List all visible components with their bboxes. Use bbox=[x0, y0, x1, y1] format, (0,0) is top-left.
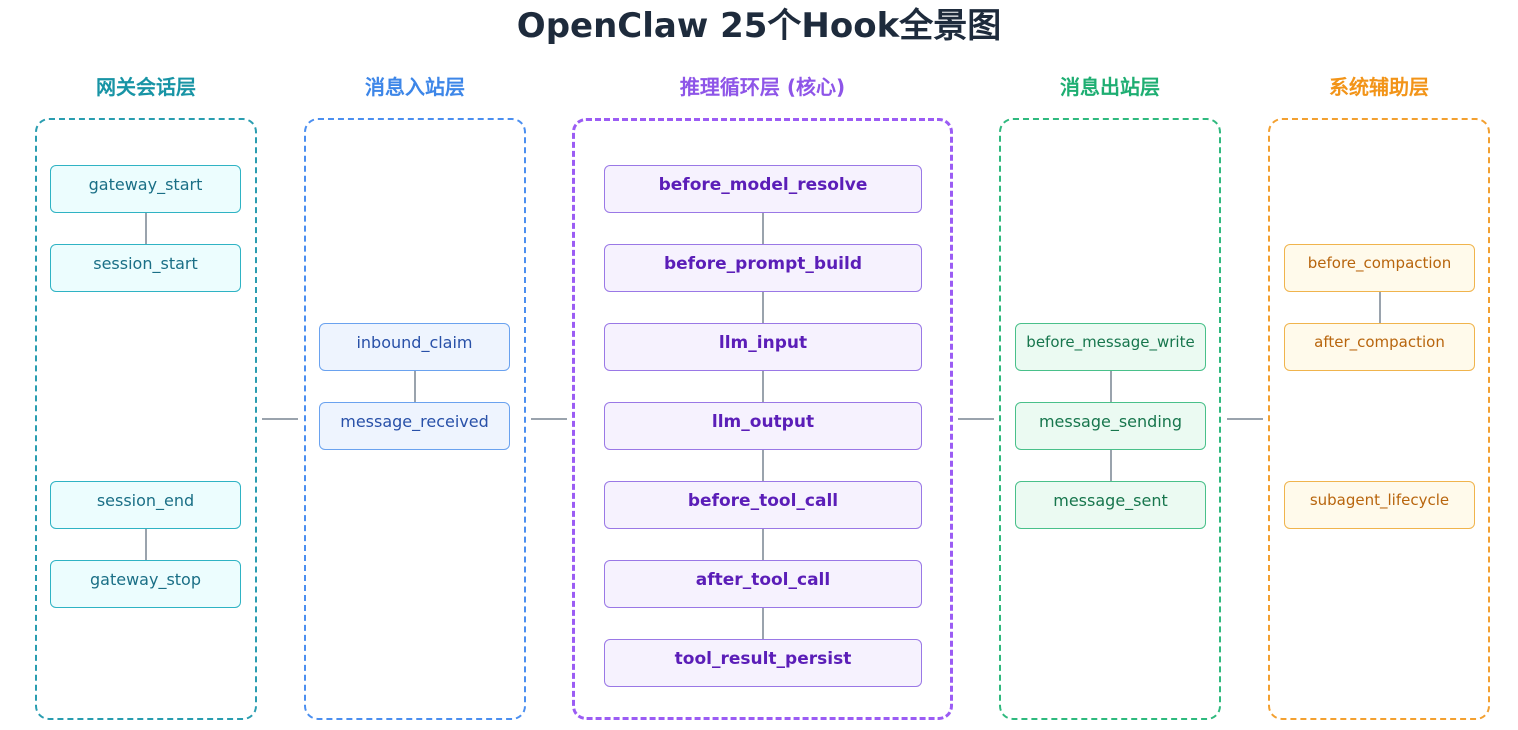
node-before-compaction: before_compaction bbox=[1284, 244, 1475, 292]
connector-line bbox=[762, 213, 764, 244]
node-before-message-write: before_message_write bbox=[1015, 323, 1206, 371]
connector-line bbox=[762, 292, 764, 323]
connector-line bbox=[145, 213, 147, 244]
node-before-prompt-build: before_prompt_build bbox=[604, 244, 922, 292]
connector-line bbox=[1379, 292, 1381, 323]
node-after-compaction: after_compaction bbox=[1284, 323, 1475, 371]
layer-system bbox=[1268, 118, 1490, 720]
layer-title-reasoning: 推理循环层 (核心) bbox=[679, 75, 846, 99]
layer-gateway bbox=[35, 118, 257, 720]
connector-line bbox=[762, 608, 764, 639]
node-subagent-lifecycle: subagent_lifecycle bbox=[1284, 481, 1475, 529]
node-llm-input: llm_input bbox=[604, 323, 922, 371]
connector-line bbox=[1110, 450, 1112, 481]
layer-outbound bbox=[999, 118, 1221, 720]
connector-line bbox=[762, 371, 764, 402]
node-message-sent: message_sent bbox=[1015, 481, 1206, 529]
diagram-title: OpenClaw 25个Hook全景图 bbox=[516, 6, 1002, 46]
node-message-received: message_received bbox=[319, 402, 510, 450]
connector-line bbox=[531, 418, 567, 420]
layer-reasoning bbox=[572, 118, 953, 720]
node-gateway-start: gateway_start bbox=[50, 165, 241, 213]
connector-line bbox=[414, 371, 416, 402]
node-after-tool-call: after_tool_call bbox=[604, 560, 922, 608]
layer-title-gateway: 网关会话层 bbox=[96, 75, 196, 99]
layer-title-system: 系统辅助层 bbox=[1329, 75, 1429, 99]
layer-inbound bbox=[304, 118, 526, 720]
connector-line bbox=[262, 418, 298, 420]
connector-line bbox=[762, 529, 764, 560]
connector-line bbox=[1110, 371, 1112, 402]
connector-line bbox=[1227, 418, 1263, 420]
node-before-tool-call: before_tool_call bbox=[604, 481, 922, 529]
layer-title-inbound: 消息入站层 bbox=[365, 75, 465, 99]
node-tool-result-persist: tool_result_persist bbox=[604, 639, 922, 687]
connector-line bbox=[762, 450, 764, 481]
layer-title-outbound: 消息出站层 bbox=[1060, 75, 1160, 99]
node-gateway-stop: gateway_stop bbox=[50, 560, 241, 608]
node-message-sending: message_sending bbox=[1015, 402, 1206, 450]
node-inbound-claim: inbound_claim bbox=[319, 323, 510, 371]
node-session-end: session_end bbox=[50, 481, 241, 529]
connector-line bbox=[145, 529, 147, 560]
node-llm-output: llm_output bbox=[604, 402, 922, 450]
node-before-model-resolve: before_model_resolve bbox=[604, 165, 922, 213]
node-session-start: session_start bbox=[50, 244, 241, 292]
connector-line bbox=[958, 418, 994, 420]
